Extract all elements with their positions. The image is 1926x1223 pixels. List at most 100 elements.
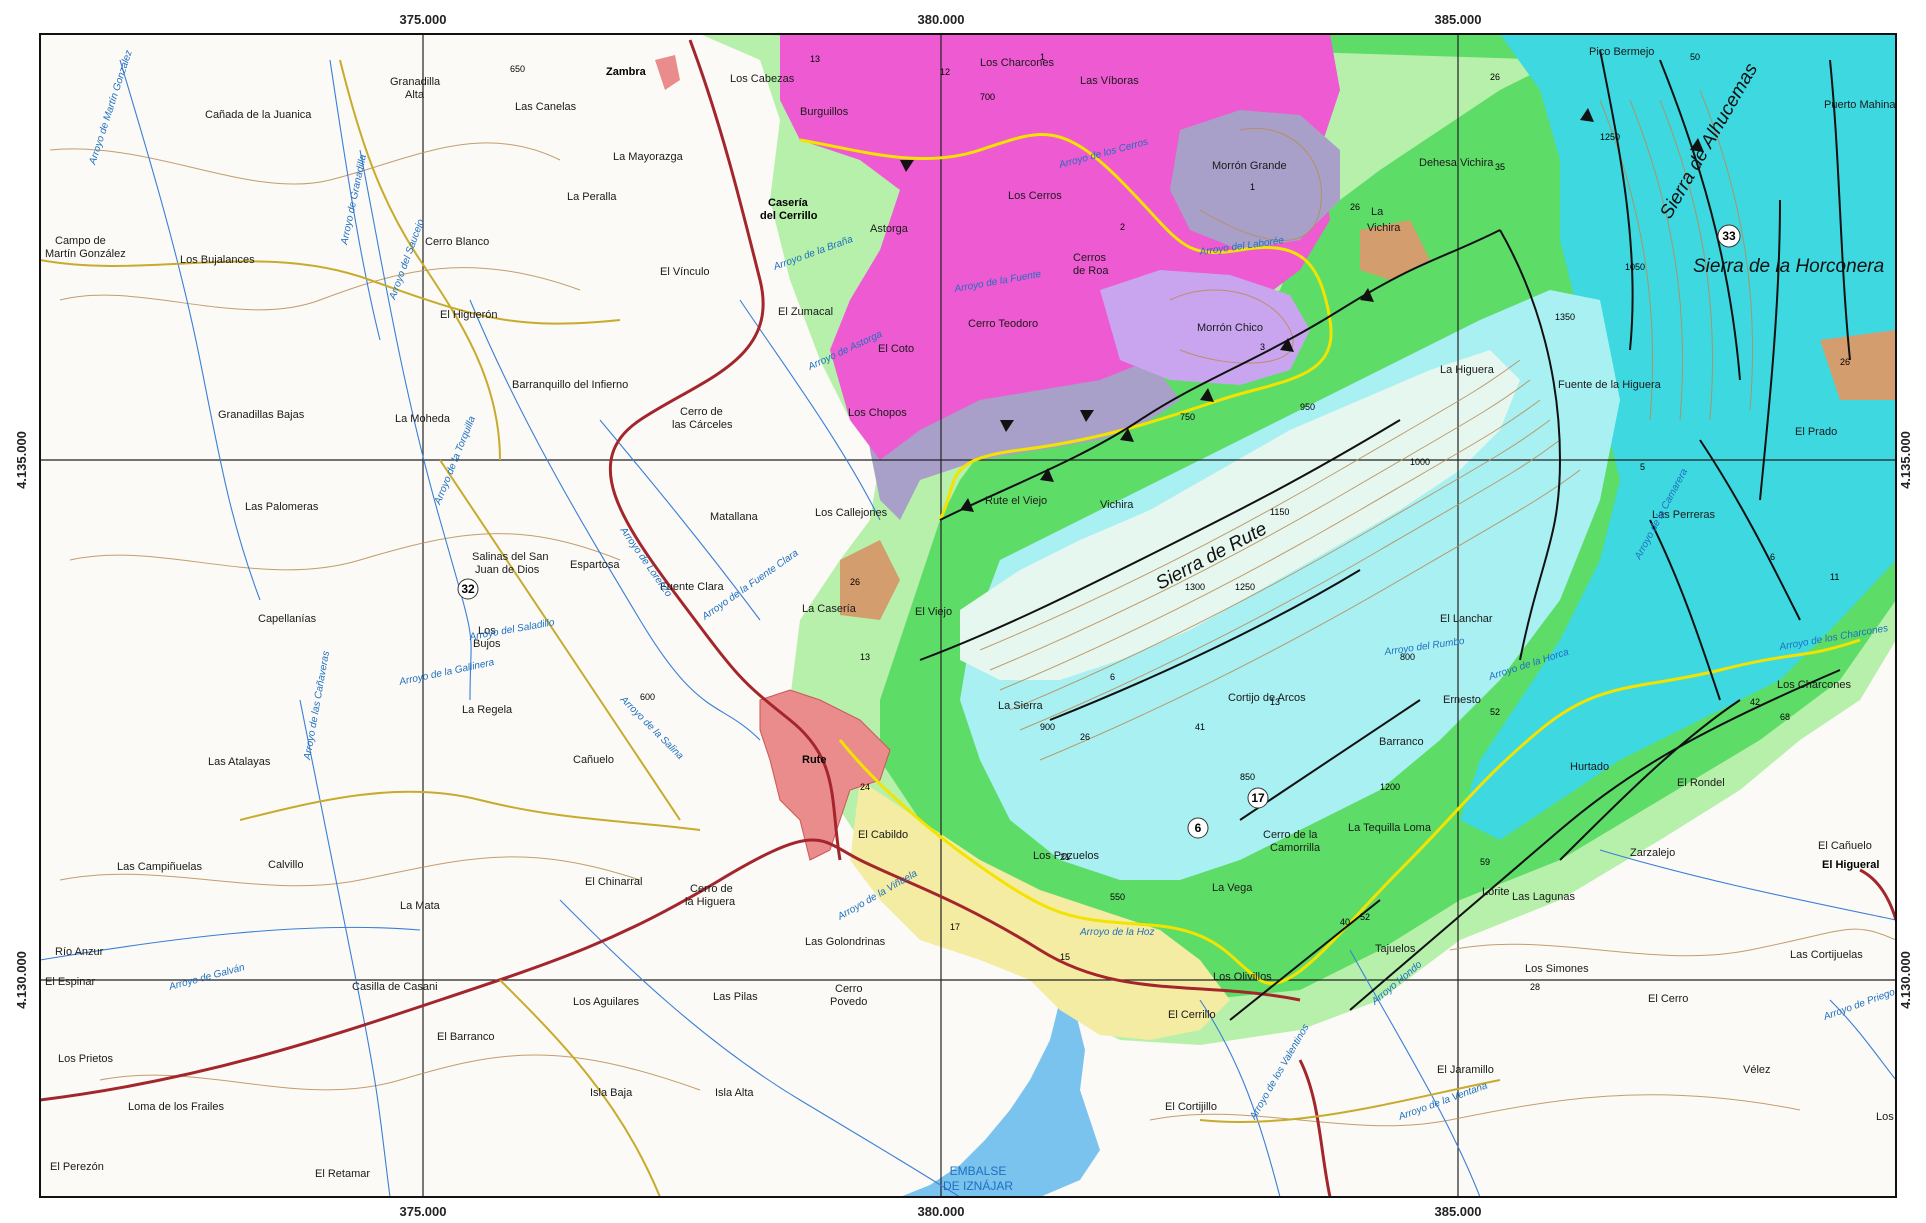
place-label: Fuente de la Higuera	[1558, 379, 1662, 391]
place-label: Pico Bermejo	[1589, 46, 1654, 58]
place-label: El Viejo	[915, 606, 952, 618]
place-label: Lorite	[1482, 886, 1510, 898]
place-label: Calvillo	[268, 859, 303, 871]
unit-labels: 13 12 1 1 3 2 26 35 26 50 26 11 28 68 42…	[810, 52, 1850, 992]
place-label: Los Aguilares	[573, 996, 640, 1008]
place-label: Los Cabezas	[730, 73, 795, 85]
unit-label: 26	[1080, 732, 1090, 742]
place-label: Juan de Dios	[475, 564, 540, 576]
unit-label: 26	[1490, 72, 1500, 82]
grid-x-top-385000: 385.000	[1435, 12, 1482, 27]
grid-y-left-4135000: 4.135.000	[14, 431, 29, 489]
grid-x-top-380000: 380.000	[918, 12, 965, 27]
place-label: La Mayorazga	[613, 151, 684, 163]
place-label: La Mata	[400, 900, 441, 912]
place-label: Las Atalayas	[208, 756, 271, 768]
map-sheet-32: 32	[461, 582, 475, 596]
grid-lines	[40, 34, 1896, 1197]
unit-label: 35	[1495, 162, 1505, 172]
place-label: El Prado	[1795, 426, 1837, 438]
unit-label: 28	[1530, 982, 1540, 992]
unit-tan-area-3	[1820, 330, 1896, 400]
place-label: Morrón Chico	[1197, 322, 1263, 334]
place-label: La Sierra	[998, 700, 1044, 712]
place-label: Loma de los Frailes	[128, 1101, 224, 1113]
elevation-label: 700	[980, 92, 995, 102]
urban-zambra	[655, 55, 680, 90]
unit-label: 52	[1360, 912, 1370, 922]
urban-rute	[759, 689, 891, 861]
place-label: Granadilla	[390, 76, 441, 88]
place-labels: Zambra Granadilla Alta Las Canelas Cañad…	[45, 46, 1896, 1180]
place-label: Cerro de la	[1263, 829, 1318, 841]
place-label: Los Pozuelos	[1033, 850, 1100, 862]
unit-label: 6	[1770, 552, 1775, 562]
place-label: Vélez	[1743, 1064, 1771, 1076]
grid-x-top-375000: 375.000	[400, 12, 447, 27]
place-label: Las Canelas	[515, 101, 577, 113]
place-label: El Coto	[878, 343, 914, 355]
place-label: Casería	[768, 197, 809, 209]
place-label: La Higuera	[1440, 364, 1495, 376]
elevation-label: 850	[1240, 772, 1255, 782]
place-label: Las Víboras	[1080, 75, 1139, 87]
place-label: Matallana	[710, 511, 759, 523]
place-label: Morrón Grande	[1212, 160, 1287, 172]
place-label: Camorrilla	[1270, 842, 1321, 854]
place-label: la Higuera	[685, 896, 736, 908]
place-label: Los Callejones	[815, 507, 888, 519]
place-label: El Cortijillo	[1165, 1101, 1217, 1113]
place-label: Cañada de la Juanica	[205, 109, 312, 121]
place-label: Los Charcones	[1777, 679, 1851, 691]
unit-label: 1	[1250, 182, 1255, 192]
elevation-label: 1350	[1555, 312, 1575, 322]
place-label: Los Bujalances	[180, 254, 255, 266]
place-label: Vichira	[1100, 499, 1134, 511]
unit-label: 13	[860, 652, 870, 662]
elevation-label: 1250	[1600, 132, 1620, 142]
place-label: Vichira	[1367, 222, 1401, 234]
thrust-teeth	[900, 108, 1704, 512]
elevation-label: 900	[1040, 722, 1055, 732]
place-label: Los Charcones	[980, 57, 1054, 69]
unit-label: 26	[850, 577, 860, 587]
place-label: las Cárceles	[672, 419, 733, 431]
place-label: El Rondel	[1677, 777, 1725, 789]
place-label: Puerto Mahina	[1824, 99, 1896, 111]
unit-cyan-area	[1460, 34, 1896, 840]
elevation-label: 600	[640, 692, 655, 702]
place-label: La	[1371, 206, 1384, 218]
unit-label: 17	[950, 922, 960, 932]
grid-x-bottom-380000: 380.000	[918, 1204, 965, 1219]
grid-y-left-4130000: 4.130.000	[14, 951, 29, 1009]
stream-network	[40, 59, 1896, 1197]
grid-x-bottom-375000: 375.000	[400, 1204, 447, 1219]
unit-label: 2	[1120, 222, 1125, 232]
contour-lines	[49, 89, 1896, 1127]
yellow-contact-line-north	[799, 133, 1333, 521]
map-sheet-33: 33	[1722, 229, 1736, 243]
place-label: del Cerrillo	[760, 210, 818, 222]
place-label: Cerro Blanco	[425, 236, 489, 248]
place-label: Capellanías	[258, 613, 317, 625]
place-label: de Roa	[1073, 265, 1109, 277]
elevation-labels: 1300 1150 950 1000 1250 1350 1250 900 55…	[510, 64, 1645, 902]
place-label: Las Palomeras	[245, 501, 319, 513]
place-label: Cerros	[1073, 252, 1107, 264]
unit-label: 15	[1060, 952, 1070, 962]
elevation-label: 1250	[1235, 582, 1255, 592]
place-label: El Cerrillo	[1168, 1009, 1216, 1021]
place-label: Las Golondrinas	[805, 936, 886, 948]
elevation-label: 1000	[1410, 457, 1430, 467]
place-label: Los Olivillos	[1213, 971, 1272, 983]
unit-label: 50	[1690, 52, 1700, 62]
reservoir-label-line1: EMBALSE	[950, 1164, 1007, 1178]
place-label: Rute el Viejo	[985, 495, 1047, 507]
place-label: Martín González	[45, 248, 126, 260]
unit-label: 68	[1780, 712, 1790, 722]
place-label: La Regela	[462, 704, 513, 716]
road-network	[40, 39, 1896, 1197]
unit-label: 26	[1350, 202, 1360, 212]
place-label: Povedo	[830, 996, 867, 1008]
